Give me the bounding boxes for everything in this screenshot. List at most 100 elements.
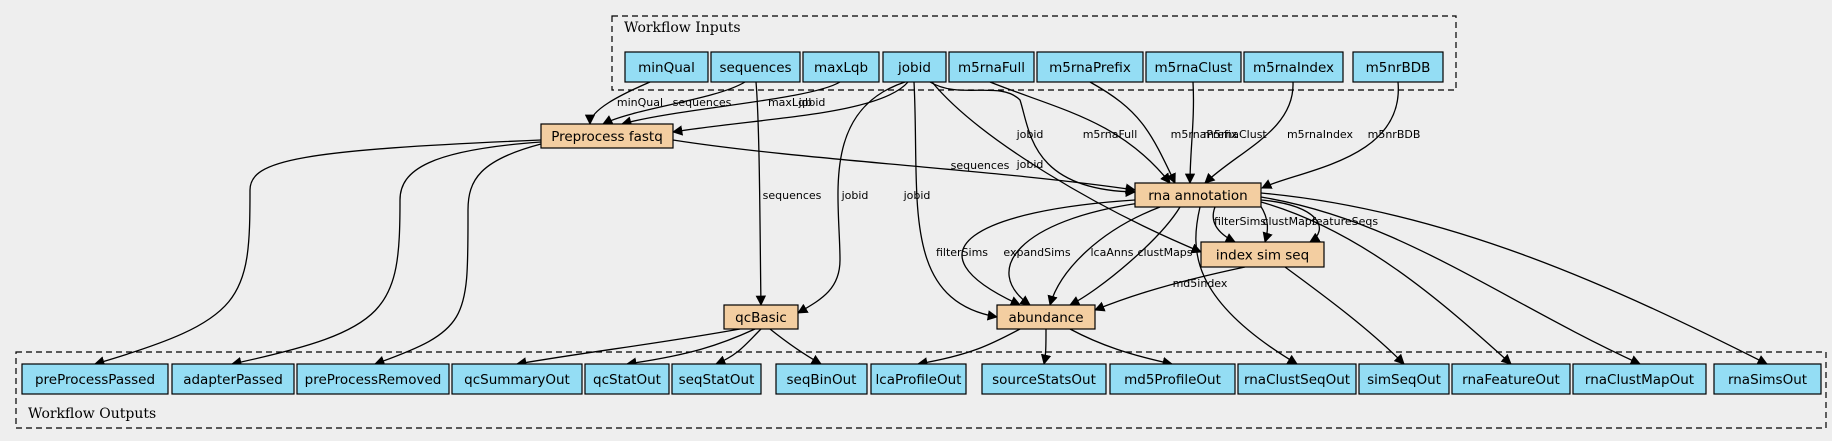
edge-label: sequences [951, 159, 1010, 172]
step-label: abundance [1008, 310, 1083, 326]
edge-label: jobid [841, 189, 869, 202]
edge-line [961, 199, 1136, 306]
input-label: m5rnaFull [958, 60, 1025, 76]
edge-line [230, 141, 542, 368]
edge-line [1195, 206, 1298, 365]
edge-line [929, 81, 1137, 198]
input-label: m5rnaClust [1155, 60, 1233, 76]
edge-m5rna-prefix-to-rna-annotation: m5rnaPrefix [1089, 81, 1238, 184]
inputs-cluster-label: Workflow Inputs [624, 20, 741, 36]
nodes: minQual sequences maxLqb jobid m5rnaFull m5rn… [21, 51, 1822, 395]
edge-qc-basic-to-seq-bin-out [769, 328, 822, 365]
output-node-qc-summary-out[interactable]: qcSummaryOut [451, 363, 583, 395]
input-label: maxLqb [814, 60, 868, 76]
edge-label: clustMaps [1137, 246, 1192, 259]
edge-jobid-to-rna-annotation: jobid [929, 81, 1137, 198]
edge-rna-annotation-to-index-sim-seq: clustMaps [1259, 204, 1318, 243]
edge-line [1260, 201, 1512, 365]
input-label: m5rnaIndex [1253, 60, 1334, 76]
input-node-jobid[interactable]: jobid [882, 51, 947, 83]
step-node-index-sim-seq[interactable]: index sim seq [1200, 241, 1325, 268]
output-node-lca-profile-out[interactable]: lcaProfileOut [870, 363, 967, 395]
output-node-adapter-passed[interactable]: adapterPassed [171, 363, 295, 395]
output-node-qc-stat-out[interactable]: qcStatOut [584, 363, 670, 395]
output-node-sim-seq-out[interactable]: simSeqOut [1358, 363, 1450, 395]
edge-line [1212, 206, 1236, 243]
edge-preprocess-fastq-to-adapter-passed [230, 141, 542, 368]
input-node-m5nr-bdb[interactable]: m5nrBDB [1352, 51, 1444, 83]
output-label: seqBinOut [787, 372, 857, 388]
edge-min-qual-to-preprocess-fastq: minQual [584, 81, 663, 126]
edge-line [1284, 266, 1405, 365]
step-node-abundance[interactable]: abundance [996, 304, 1096, 330]
output-label: preProcessPassed [35, 372, 155, 388]
edge-index-sim-seq-to-abundance: md5index [1094, 266, 1246, 312]
output-label: preProcessRemoved [305, 372, 442, 388]
edge-line [1047, 206, 1161, 306]
edge-line [671, 81, 909, 136]
edge-line [1008, 202, 1141, 306]
edge-label: m5nrBDB [1368, 128, 1421, 141]
output-node-seq-bin-out[interactable]: seqBinOut [775, 363, 868, 395]
output-label: rnaClustSeqOut [1244, 372, 1350, 388]
input-node-m5rna-prefix[interactable]: m5rnaPrefix [1036, 51, 1144, 83]
edge-m5nr-bdb-to-rna-annotation: m5nrBDB [1261, 81, 1421, 189]
edge-line [1259, 204, 1273, 243]
edge-abundance-to-md5profile-out [1069, 328, 1174, 368]
output-label: seqStatOut [679, 372, 755, 388]
edge-label: m5rnaClust [1203, 128, 1267, 141]
edge-index-sim-seq-to-sim-seq-out [1284, 266, 1405, 365]
input-node-m5rna-index[interactable]: m5rnaIndex [1243, 51, 1344, 83]
input-node-min-qual[interactable]: minQual [624, 51, 709, 83]
output-label: sourceStatsOut [992, 372, 1096, 388]
edge-line [584, 81, 651, 126]
output-node-seq-stat-out[interactable]: seqStatOut [671, 363, 762, 395]
edge-line [1069, 206, 1181, 306]
output-node-pre-process-passed[interactable]: preProcessPassed [21, 363, 169, 395]
edge-label: sequences [763, 189, 822, 202]
edge-rna-annotation-to-abundance: lcaAnns [1047, 206, 1161, 306]
edge-preprocess-fastq-to-rna-annotation: sequences [672, 139, 1137, 194]
edge-line [1260, 192, 1768, 365]
step-node-rna-annotation[interactable]: rna annotation [1134, 182, 1262, 208]
step-label: Preprocess fastq [551, 129, 663, 145]
edge-abundance-to-source-stats-out [1040, 328, 1052, 366]
edge-label: clustMaps [1262, 215, 1317, 228]
edge-line [1089, 81, 1176, 184]
edge-jobid-to-qc-basic: jobid [797, 81, 906, 314]
output-node-rna-feature-out[interactable]: rnaFeatureOut [1451, 363, 1571, 395]
edge-label: featureSeqs [1312, 215, 1378, 228]
output-label: rnaSimsOut [1728, 372, 1807, 388]
edge-line [625, 328, 756, 368]
outputs-cluster: Workflow Outputs [15, 351, 1827, 429]
edge-qc-basic-to-seq-stat-out [715, 328, 762, 366]
input-node-sequences[interactable]: sequences [710, 51, 801, 83]
output-node-rna-clust-seq-out[interactable]: rnaClustSeqOut [1237, 363, 1357, 395]
input-label: minQual [638, 60, 695, 76]
edge-line [620, 81, 841, 127]
input-label: m5rnaPrefix [1049, 60, 1131, 76]
output-node-pre-process-removed[interactable]: preProcessRemoved [296, 363, 450, 395]
edge-label: jobid [903, 189, 931, 202]
edge-line [913, 81, 999, 321]
output-node-rna-clust-map-out[interactable]: rnaClustMapOut [1572, 363, 1707, 395]
input-node-max-lqb[interactable]: maxLqb [802, 51, 880, 83]
output-node-md5profile-out[interactable]: md5ProfileOut [1109, 363, 1236, 395]
edge-line [1261, 81, 1399, 189]
step-label: rna annotation [1148, 188, 1248, 204]
edge-label: jobid [798, 96, 826, 109]
edge-m5rna-clust-to-rna-annotation: m5rnaClust [1184, 81, 1267, 185]
input-node-m5rna-full[interactable]: m5rnaFull [948, 51, 1035, 83]
edge-label: md5index [1173, 277, 1228, 290]
output-label: lcaProfileOut [876, 372, 962, 388]
step-node-preprocess-fastq[interactable]: Preprocess fastq [540, 123, 674, 149]
step-node-qc-basic[interactable]: qcBasic [723, 304, 799, 330]
input-node-m5rna-clust[interactable]: m5rnaClust [1145, 51, 1242, 83]
output-node-source-stats-out[interactable]: sourceStatsOut [981, 363, 1107, 395]
output-node-rna-sims-out[interactable]: rnaSimsOut [1713, 363, 1822, 395]
output-label: rnaClustMapOut [1585, 372, 1694, 388]
edge-sequences-to-qc-basic: sequences [755, 81, 822, 307]
edge-line [1204, 81, 1294, 184]
edge-label: jobid [1016, 128, 1044, 141]
